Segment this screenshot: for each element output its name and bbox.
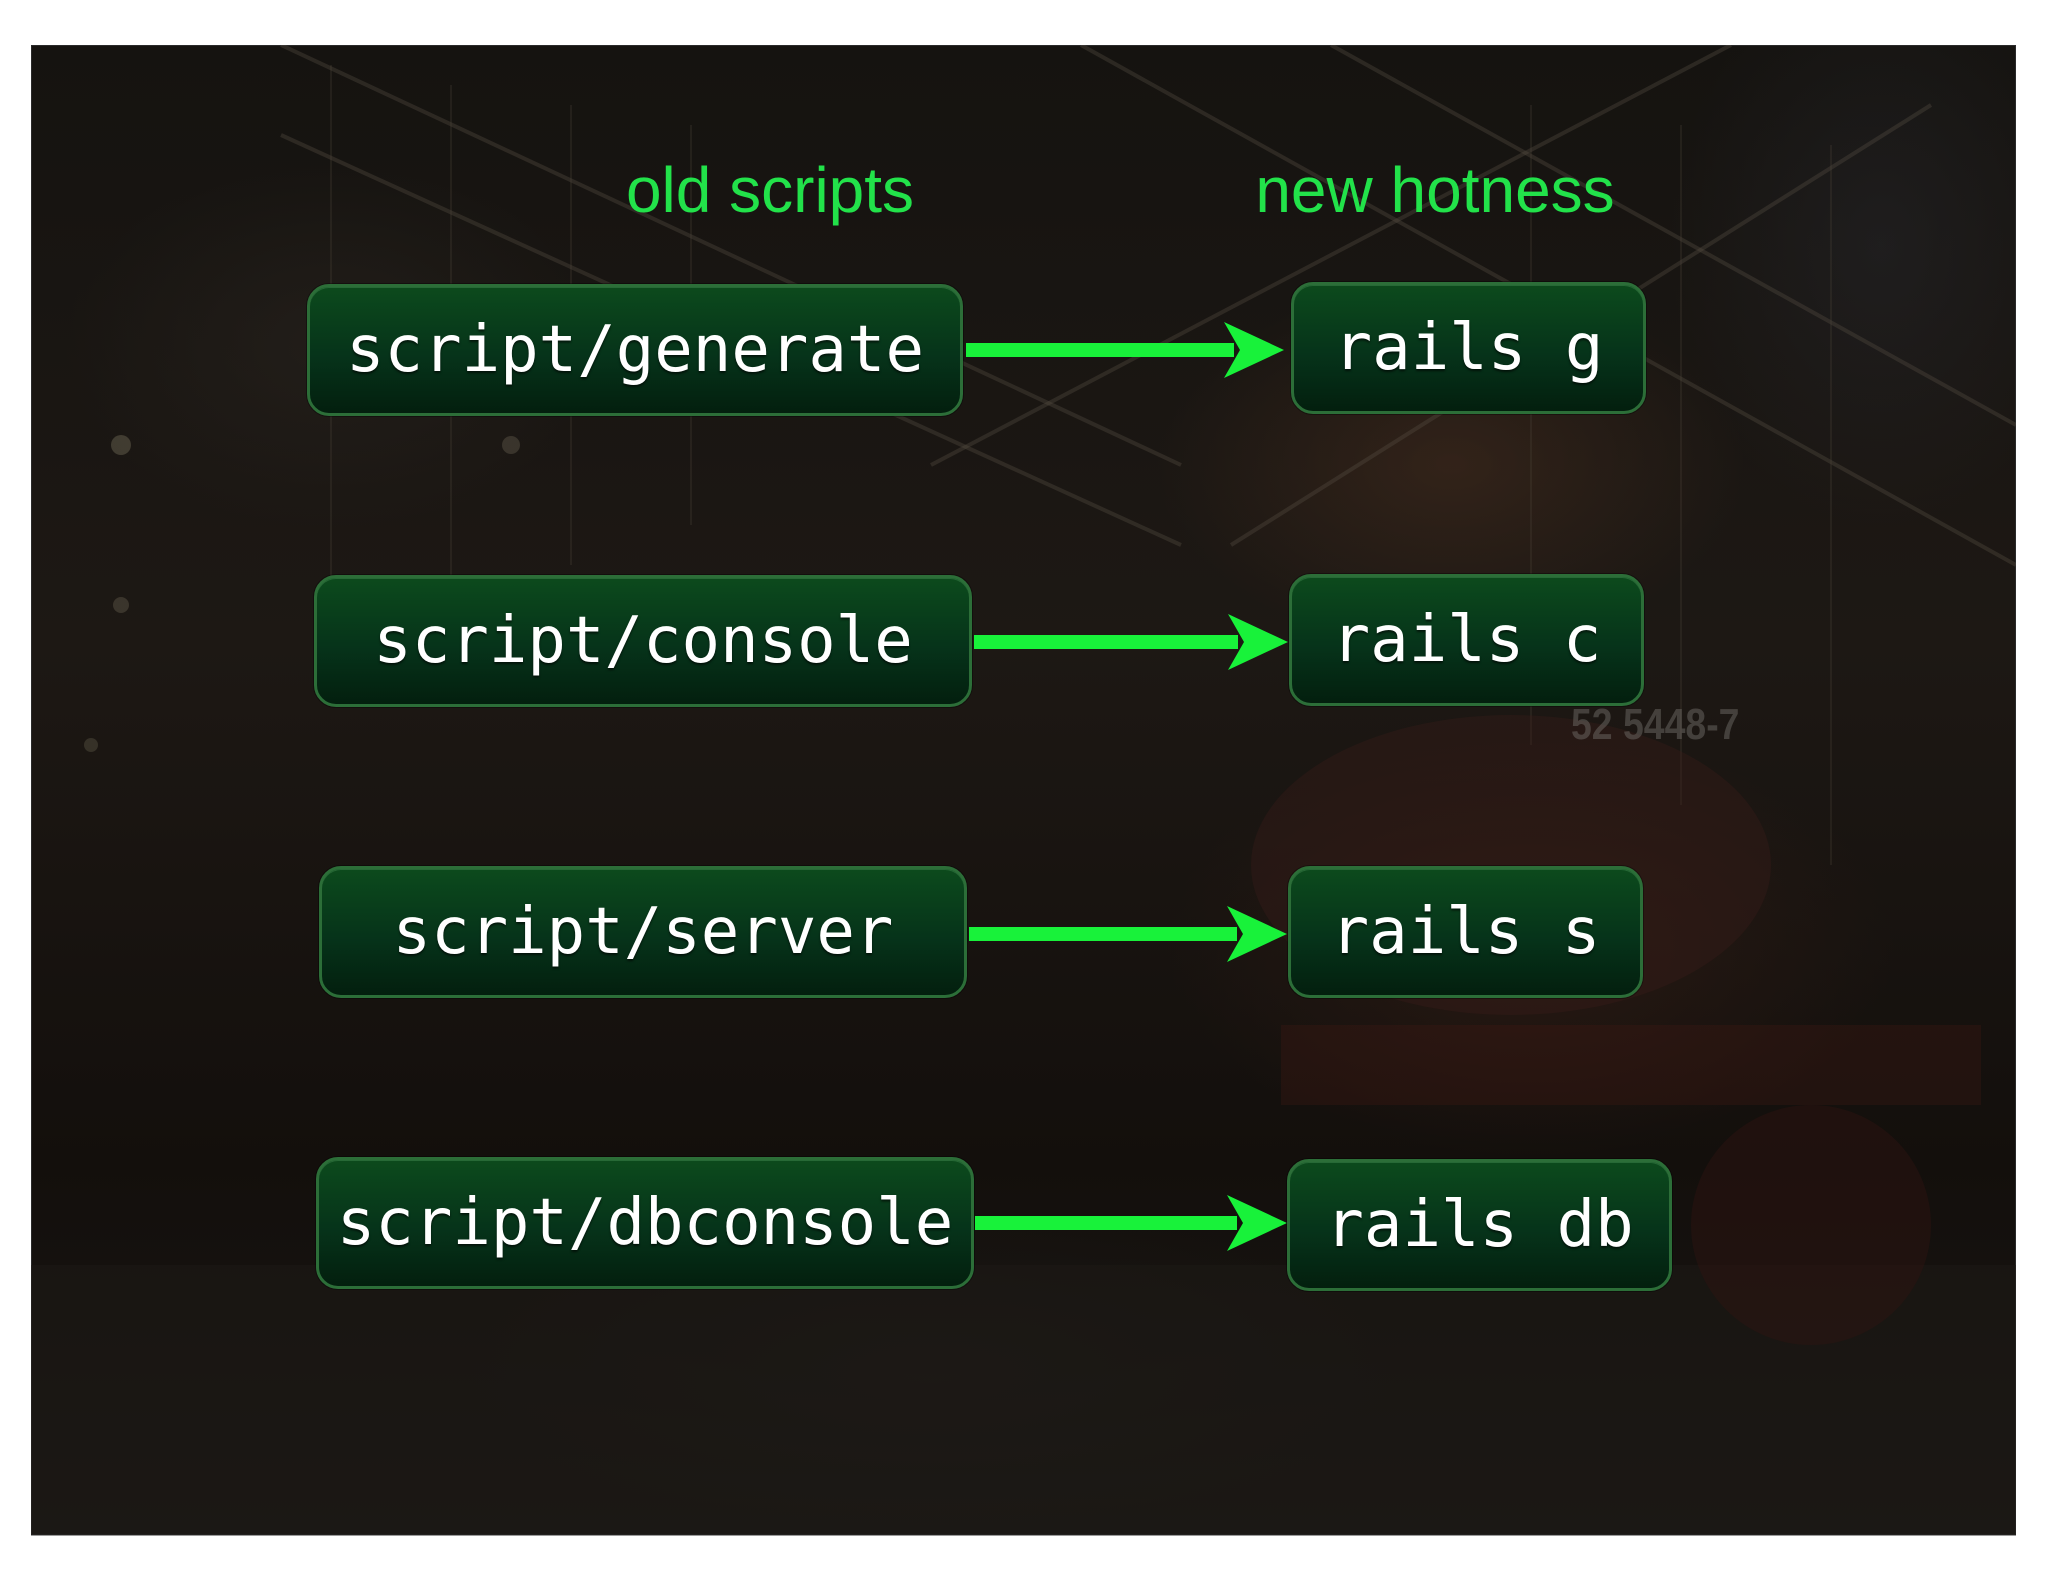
background-number-text: 52 5448-7 (1571, 700, 1740, 749)
arrow-right-icon (966, 322, 1284, 378)
background-photo (31, 45, 2016, 1535)
old-command-box: script/generate (307, 284, 963, 416)
old-command-box: script/console (314, 575, 972, 707)
new-command-box: rails c (1289, 574, 1644, 706)
new-command-box: rails g (1291, 282, 1646, 414)
new-hotness-heading: new hotness (1255, 154, 1615, 226)
slide-bottom-rule (31, 1535, 2016, 1536)
arrow-right-icon (974, 614, 1288, 670)
new-command-box: rails db (1287, 1159, 1672, 1291)
slide: 52 5448-7 (31, 45, 2016, 1535)
old-scripts-heading: old scripts (625, 154, 915, 226)
old-command-box: script/dbconsole (316, 1157, 974, 1289)
arrow-right-icon (969, 906, 1287, 962)
new-command-box: rails s (1288, 866, 1643, 998)
old-command-box: script/server (319, 866, 967, 998)
arrow-right-icon (975, 1195, 1287, 1251)
